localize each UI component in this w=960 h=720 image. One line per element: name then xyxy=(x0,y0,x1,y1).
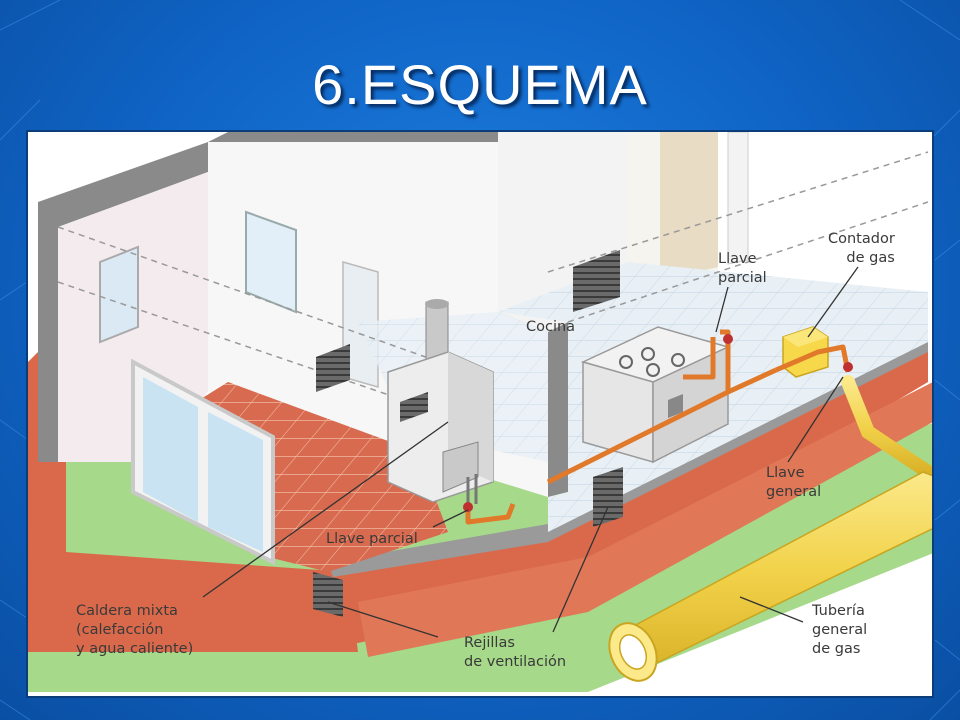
slide-title: 6.ESQUEMA xyxy=(312,53,648,116)
gas-installation-diagram: Cocina Llave parcial Contador de gas Lla… xyxy=(26,130,934,698)
leader-lines xyxy=(202,266,859,638)
copper-pipe-network xyxy=(465,329,851,525)
ventilation-grille-wall xyxy=(316,344,350,392)
valves xyxy=(463,334,853,512)
valve-boiler-icon xyxy=(463,502,473,512)
valve-general-icon xyxy=(843,362,853,372)
label-llave-parcial-bottom: Llave parcial xyxy=(326,531,418,547)
valve-kitchen-icon xyxy=(723,334,733,344)
brick-foundation-top xyxy=(328,337,928,577)
partition-wall-side xyxy=(548,322,568,497)
dashed-guides xyxy=(57,151,929,423)
ventilation-grille-kitchen xyxy=(573,250,620,312)
ventilation-grille-floor xyxy=(593,467,623,527)
label-llave-parcial-top: Llave parcial xyxy=(718,251,767,286)
label-contador-de-gas: Contador de gas xyxy=(828,231,895,266)
ventilation-grille-base xyxy=(313,572,343,617)
window-left xyxy=(99,245,139,344)
back-wall-left xyxy=(38,142,208,462)
glass-door-pane-2 xyxy=(208,412,263,552)
label-cocina: Cocina xyxy=(526,319,576,335)
kitchen-pillar-right xyxy=(727,132,749,265)
partition-wall-top xyxy=(208,132,508,142)
boiler-illustration xyxy=(387,299,494,507)
label-llave-general: Llave general xyxy=(766,465,822,500)
label-rejillas-de-ventilacion: Rejillas de ventilación xyxy=(464,635,567,670)
glass-door-pane-1 xyxy=(143,377,198,522)
kitchen-door xyxy=(660,132,718,280)
window-center xyxy=(245,210,297,314)
brick-foundation xyxy=(28,352,358,652)
house-cutaway-illustration xyxy=(28,132,932,692)
label-caldera-mixta: Caldera mixta (calefacción y agua calien… xyxy=(76,603,194,657)
label-tuberia-general: Tubería general de gas xyxy=(812,603,868,657)
main-gas-pipe xyxy=(608,375,932,682)
foundation-front-lower xyxy=(358,382,932,657)
